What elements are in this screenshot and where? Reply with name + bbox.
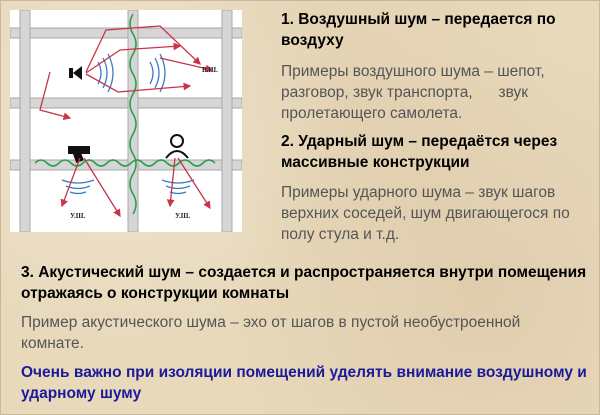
airborne-noise-title: 1. Воздушный шум – передается по воздуху (281, 11, 556, 49)
hammer-icon (68, 146, 90, 164)
conclusion-text: Очень важно при изоляции помещений уделя… (21, 364, 587, 402)
diagram-background (10, 10, 242, 232)
noise-diagram: В.Ш. У.Ш. У.Ш. (10, 10, 242, 232)
speaker-icon (69, 66, 82, 80)
label-airborne-noise: В.Ш. (202, 66, 218, 74)
floor-vibration-wave (34, 159, 216, 167)
airborne-noise-examples: Примеры воздушного шума – шепот, разгово… (281, 63, 549, 122)
vertical-vibration-wave (129, 13, 137, 215)
building-walls (10, 10, 242, 232)
acoustic-noise-example: Пример акустического шума – эхо от шагов… (21, 314, 521, 352)
impact-noise-title: 2. Ударный шум – передаётся через массив… (281, 133, 558, 171)
acoustic-noise-title: 3. Акустический шум – создается и распро… (21, 264, 587, 302)
sound-path-arrows (39, 25, 214, 218)
label-impact-noise-right: У.Ш. (175, 212, 190, 220)
label-impact-noise-left: У.Ш. (70, 212, 85, 220)
impact-noise-examples: Примеры ударного шума – звук шагов верхн… (281, 184, 570, 243)
person-icon (165, 134, 189, 159)
